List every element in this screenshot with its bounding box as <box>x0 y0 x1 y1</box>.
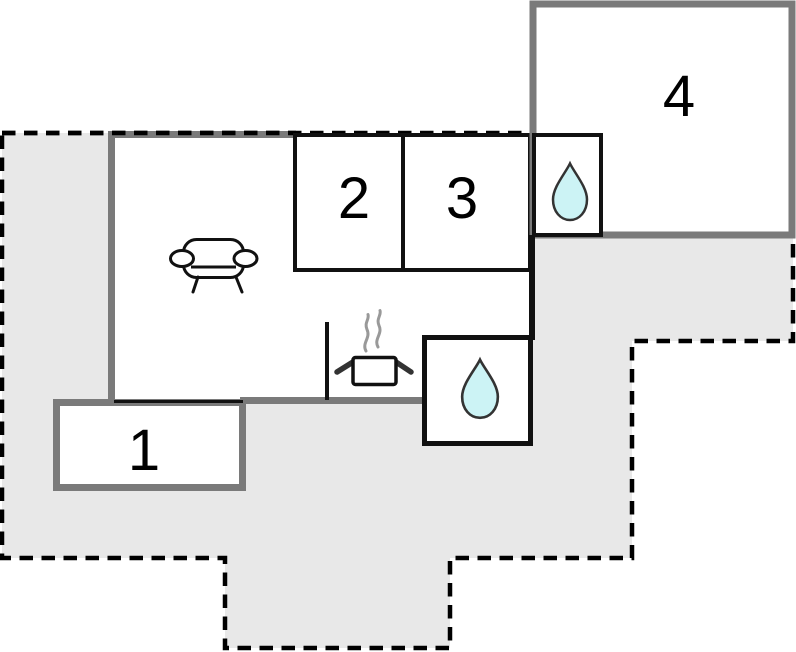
room-1: 1 <box>53 399 246 491</box>
bathroom-top <box>532 133 603 237</box>
room-1-walls <box>53 399 246 491</box>
sofa-left-armrest <box>169 249 195 268</box>
sofa-right-armrest <box>232 249 259 268</box>
water-drop-icon-bottom <box>460 356 500 420</box>
room-2-label: 2 <box>338 166 370 231</box>
cooking-pot-icon <box>334 309 414 387</box>
rooms-2-3-walls <box>293 133 532 272</box>
kitchen-right-wall <box>529 235 535 340</box>
living-area-left-wall <box>108 131 115 399</box>
room-1-label: 1 <box>128 418 160 483</box>
sofa-icon <box>169 238 259 294</box>
pot-body <box>351 355 398 387</box>
room-3-label: 3 <box>446 166 478 231</box>
pot-handles <box>334 359 414 375</box>
rooms-2-3: 2 3 <box>293 133 532 272</box>
bathroom-bottom <box>422 335 533 446</box>
sofa-legs <box>191 275 244 294</box>
steam-icon-left <box>363 313 370 353</box>
room-4-label: 4 <box>663 64 695 129</box>
water-drop-icon-top <box>551 160 589 222</box>
steam-icon-right <box>375 309 382 349</box>
living-area-bottom-wall <box>240 397 425 404</box>
